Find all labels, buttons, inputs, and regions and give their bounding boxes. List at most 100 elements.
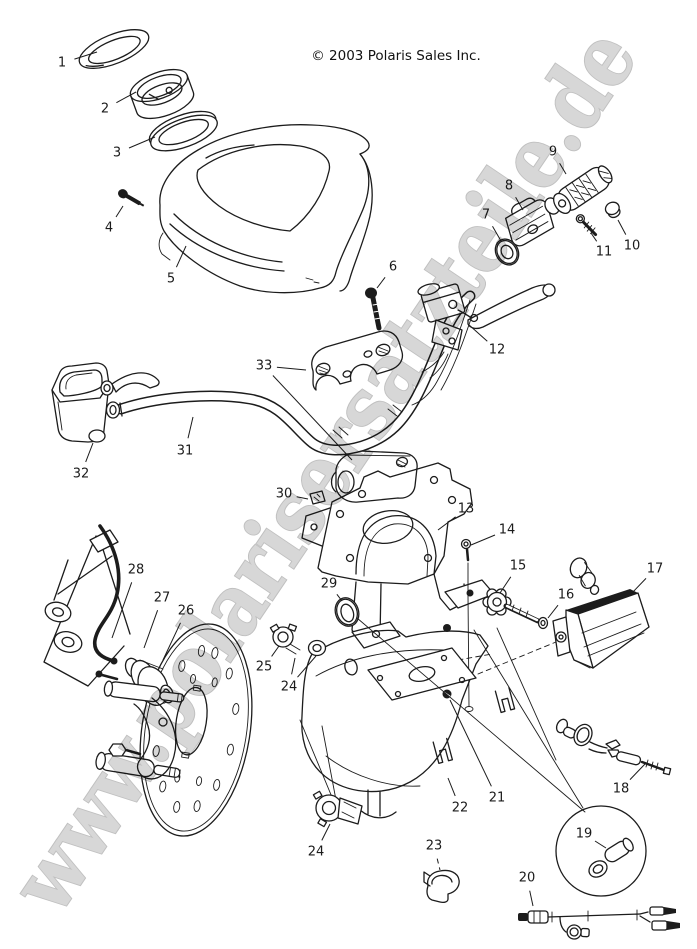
part-number-14: 14 [499,523,516,538]
leader-line [436,858,441,871]
part-number-20: 20 [519,871,536,886]
part-7-ring [494,238,520,266]
diagram-art [43,29,680,940]
part-number-29: 29 [321,577,338,592]
part-number-33: 33 [256,359,273,374]
leader-line [437,516,456,531]
leader-line [470,534,496,546]
part-number-15: 15 [510,559,527,574]
part-15-adjuster-knob [482,588,541,624]
part-number-27: 27 [154,591,171,606]
part-24-grommet [307,639,327,657]
leader-line [74,51,98,60]
part-4-screw [118,189,145,207]
headlight-bulb [569,557,600,595]
part-number-9: 9 [549,145,557,160]
part-number-32: 32 [73,467,90,482]
part-number-26: 26 [178,604,195,619]
leader-line [143,610,159,649]
part-23-clamp [423,869,460,904]
part-number-13: 13 [458,502,475,517]
leader-line [590,232,598,242]
leader-line [594,840,607,849]
leader-line [499,576,512,594]
axle-pin-lower [95,751,181,779]
part-number-10: 10 [624,239,641,254]
callout-labels: 1234567891011121314151617181920212223242… [58,51,664,907]
leader-line [559,162,567,175]
leader-line [272,375,353,461]
part-8-throttle-housing [504,197,555,247]
leader-line [376,276,386,289]
part-number-24: 24 [281,680,298,695]
part-30-clip [309,490,326,505]
part-number-24: 24 [308,845,325,860]
part-29-grommet [334,597,360,627]
part-number-19: 19 [576,827,593,842]
part-24-bulb-socket-lower [312,790,363,828]
leader-line [187,416,194,439]
leader-line [116,91,137,104]
part-12-brake-lever-assembly [411,283,556,406]
leader-line [547,604,559,619]
mounting-plate [367,641,557,701]
part-17-headlight [552,589,650,669]
part-10-cap-nut [604,201,621,219]
part-number-28: 28 [128,563,145,578]
part-28-brake-hose [92,524,121,665]
watermark-text: www.polarisersatzteile.de [0,11,657,930]
leader-line [515,196,524,211]
part-number-21: 21 [489,791,506,806]
leader-line [85,442,94,463]
part-2-gauge [129,68,195,120]
part-number-4: 4 [105,221,113,236]
leader-line [128,136,156,149]
part-number-8: 8 [505,179,513,194]
leader-line [276,366,307,371]
part-20-wiring-harness [518,906,680,940]
part-5-headlight-pod-cover [158,124,373,294]
part-number-25: 25 [256,660,273,675]
steering-knuckle [43,529,131,687]
part-number-30: 30 [276,487,293,502]
leader-line [115,205,124,218]
part-33-handlebar-clamp-upper [311,330,404,391]
part-19-detail-circle [356,617,647,897]
part-1-trim-ring [78,29,150,69]
leader-line [271,645,280,657]
leader-line [447,777,456,797]
part-18-speedometer-cable [555,718,672,776]
part-number-22: 22 [452,801,469,816]
leader-line [321,823,331,841]
part-32-left-control-pod [51,362,160,443]
part-number-17: 17 [647,562,664,577]
part-number-3: 3 [113,146,121,161]
caliper-arm [108,697,177,780]
part-number-11: 11 [596,245,613,260]
leader-line [297,655,317,678]
part-number-23: 23 [426,839,443,854]
part-number-5: 5 [167,272,175,287]
part-9-handlebar-grip [552,165,613,214]
leader-line [175,245,187,268]
part-number-18: 18 [613,782,630,797]
leader-line [629,763,646,780]
part-13-mounting-bracket [301,462,495,649]
leader-line [617,219,627,235]
leader-line [162,622,181,661]
part-number-16: 16 [558,588,575,603]
leader-line [630,578,647,595]
copyright-text: © 2003 Polaris Sales Inc. [311,48,480,64]
leader-line [467,323,488,342]
part-number-2: 2 [101,102,109,117]
leader-line [449,699,492,787]
axle-pin-upper [103,680,185,703]
leader-line [529,890,534,907]
leader-line [492,226,502,242]
leader-line [296,496,309,500]
part-25-bulb-socket [269,623,301,655]
part-16-adjuster-nut [537,616,549,630]
part-number-6: 6 [389,260,397,275]
